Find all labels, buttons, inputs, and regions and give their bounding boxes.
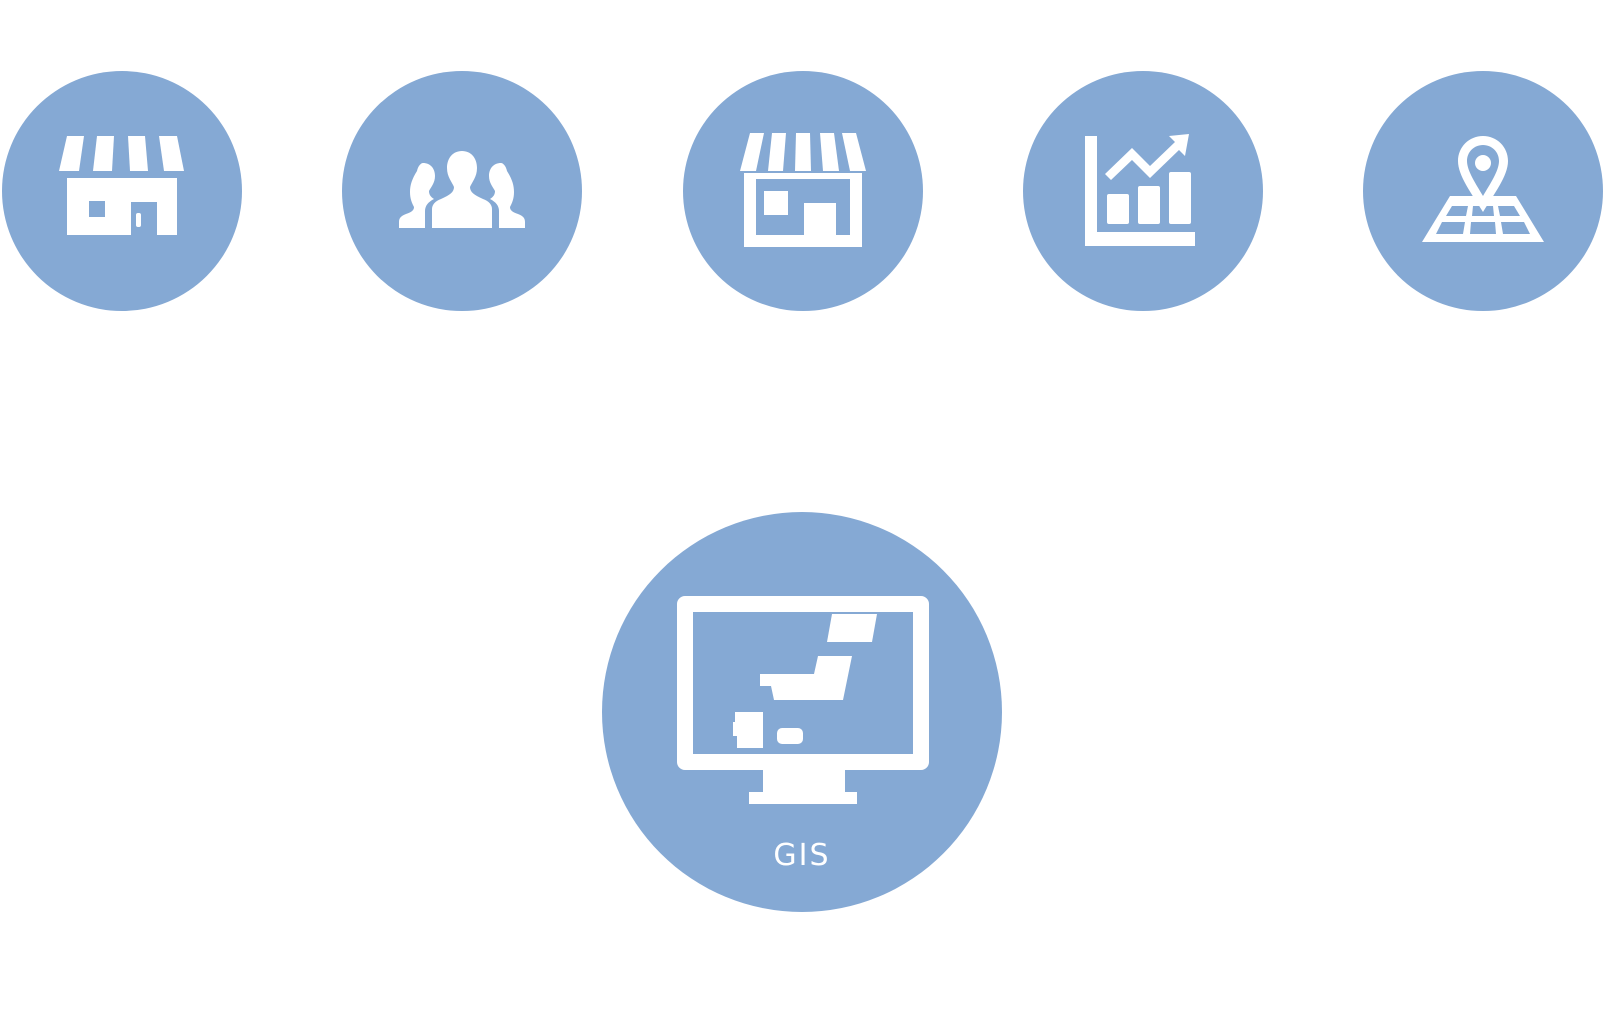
people-group-icon — [399, 151, 525, 228]
map-pin-node — [1363, 71, 1603, 311]
gis-label: GIS — [773, 838, 831, 873]
map-pin-icon — [1422, 136, 1544, 242]
computer-monitor-map-icon — [677, 596, 929, 804]
shop-awning-icon — [740, 133, 866, 247]
growth-chart-node — [1023, 71, 1263, 311]
growth-chart-icon — [1085, 134, 1195, 246]
gis-hub-node: GIS — [602, 512, 1002, 912]
storefront-node — [2, 71, 242, 311]
people-group-node — [342, 71, 582, 311]
storefront-icon — [59, 136, 184, 235]
shop-awning-node — [683, 71, 923, 311]
